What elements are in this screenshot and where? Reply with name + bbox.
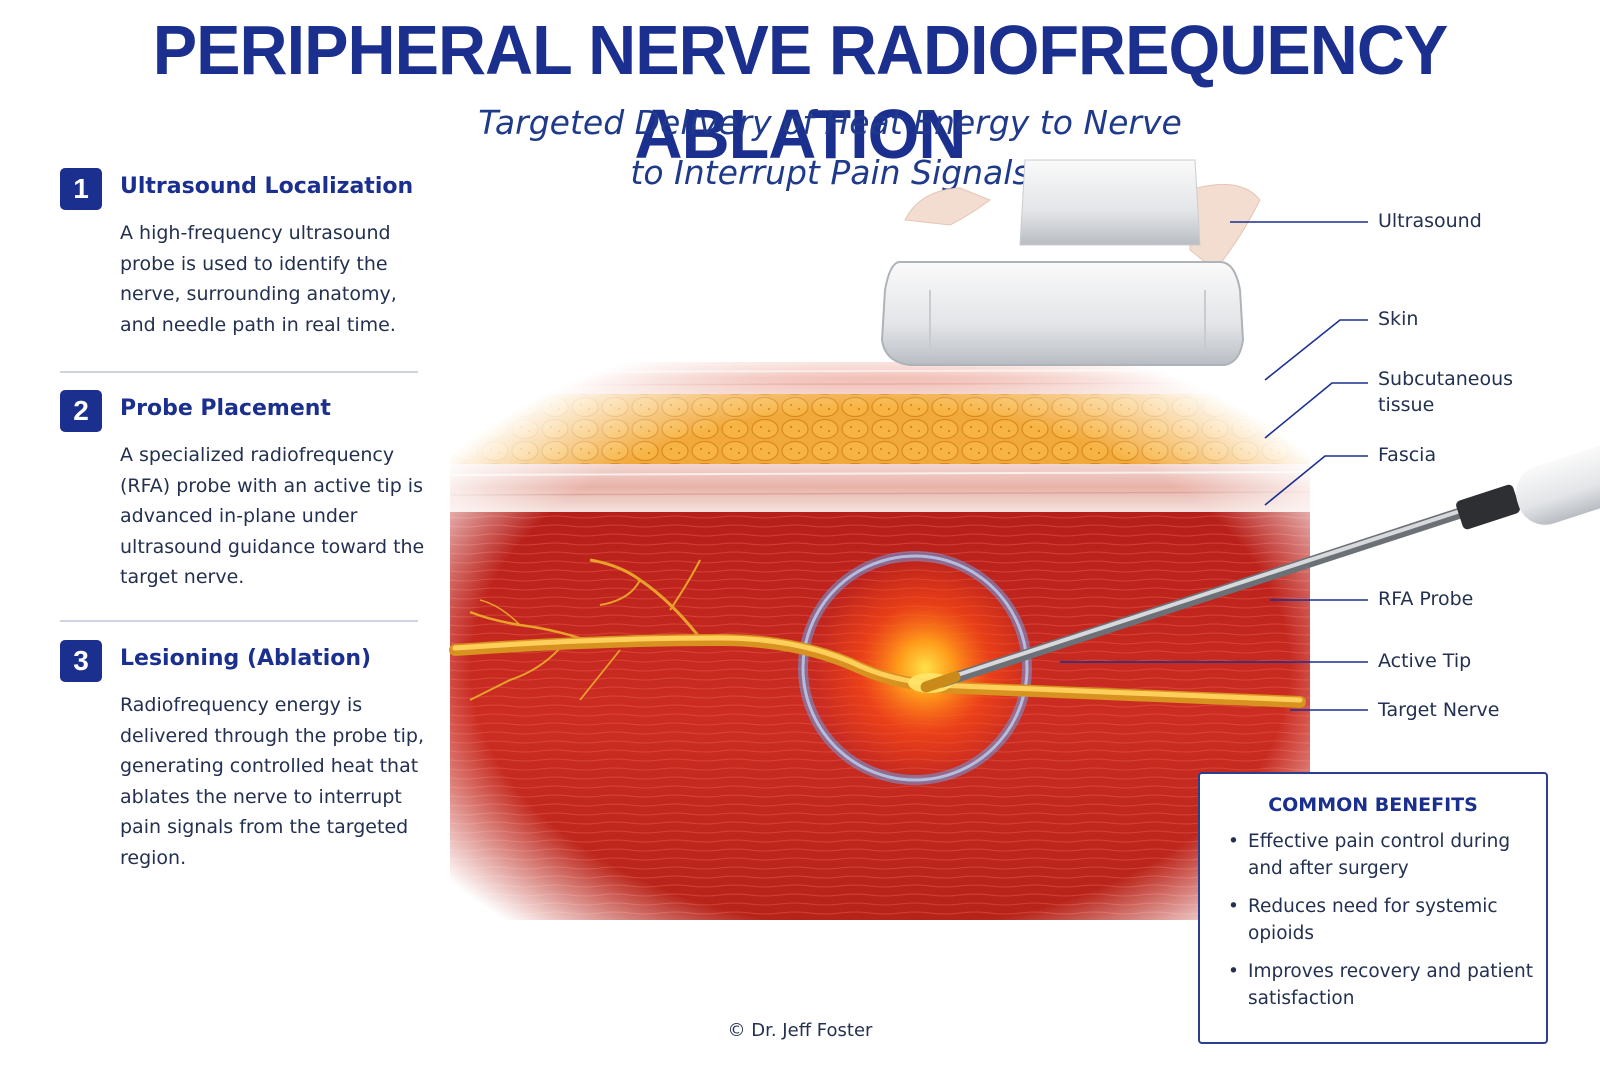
step-number-badge: 3 — [60, 640, 102, 682]
page-title: PERIPHERAL NERVE RADIOFREQUENCY ABLATION — [152, 11, 1449, 173]
page-subtitle: Targeted Delivery of Heat Energy to Nerv… — [420, 98, 1240, 198]
heat-zone — [815, 558, 1035, 778]
rfa-probe — [920, 445, 1600, 693]
step-title: Probe Placement — [120, 396, 331, 421]
label-active-tip: Active Tip — [1378, 650, 1472, 672]
subtitle-line-1: Targeted Delivery of Heat Energy to Nerv… — [478, 103, 1182, 142]
skin-layer — [450, 362, 1310, 394]
label-subcutaneous-line-1: Subcutaneous — [1378, 368, 1514, 390]
benefit-item: Reduces need for systemic opioids — [1226, 893, 1536, 947]
label-rfa-probe: RFA Probe — [1378, 588, 1474, 610]
nerve-branches — [469, 558, 702, 701]
benefits-title: COMMON BENEFITS — [1268, 794, 1478, 816]
step-number-badge: 2 — [60, 390, 102, 432]
benefit-item: Effective pain control during and after … — [1226, 828, 1536, 882]
benefits-list: Effective pain control during and after … — [1226, 828, 1536, 1023]
probe-handle — [1515, 445, 1600, 525]
step-description: A specialized radiofrequency (RFA) probe… — [120, 444, 425, 588]
label-subcutaneous-line-2: tissue — [1378, 394, 1435, 416]
label-fascia: Fascia — [1378, 444, 1437, 466]
step-number-badge: 1 — [60, 168, 102, 210]
label-ultrasound: Ultrasound — [1378, 210, 1482, 232]
probe-collar — [1456, 484, 1520, 530]
callout-leaders — [1060, 221, 1368, 711]
benefits-box: COMMON BENEFITS Effective pain control d… — [1198, 772, 1548, 1044]
active-tip — [920, 671, 961, 693]
step-title: Ultrasound Localization — [120, 174, 414, 199]
label-target-nerve: Target Nerve — [1378, 699, 1500, 721]
fascia-layer — [450, 462, 1310, 512]
step-divider — [60, 620, 418, 622]
subtitle-line-2: to Interrupt Pain Signals — [630, 153, 1030, 192]
step-title: Lesioning (Ablation) — [120, 646, 372, 671]
label-skin: Skin — [1378, 308, 1419, 330]
step-description: A high-frequency ultrasound probe is use… — [120, 222, 397, 336]
label-subcutaneous-tissue: Subcutaneous tissue — [1378, 366, 1513, 418]
step-description: Radiofrequency energy is delivered throu… — [120, 694, 425, 869]
step-divider — [60, 371, 418, 373]
credit-text: © Dr. Jeff Foster — [727, 1020, 873, 1041]
ultrasound-transducer — [880, 159, 1261, 366]
benefit-item: Improves recovery and patient satisfacti… — [1226, 958, 1536, 1012]
